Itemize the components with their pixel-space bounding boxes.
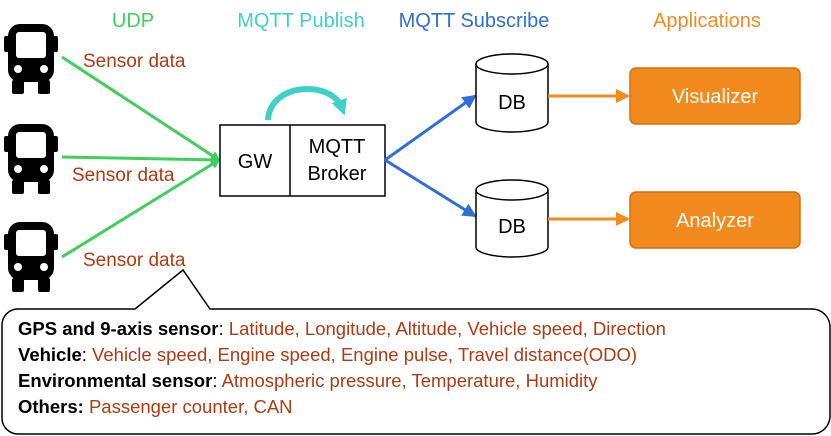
header-udp: UDP xyxy=(112,10,154,32)
detail-value: Atmospheric pressure, Temperature, Humid… xyxy=(221,370,598,391)
header-applications: Applications xyxy=(653,10,761,32)
sensor-detail-callout xyxy=(1,268,831,435)
sensor-data-label: Sensor data xyxy=(72,165,175,186)
mqtt-subscribe-arrow xyxy=(384,158,477,218)
detail-separator: : xyxy=(81,344,93,365)
sensor-details: GPS and 9-axis sensor: Latitude, Longitu… xyxy=(18,316,818,420)
mqtt-publish-arrow xyxy=(265,86,347,121)
mqtt-subscribe-arrow xyxy=(384,94,477,162)
detail-key: Vehicle xyxy=(18,344,82,365)
detail-others: Others: Passenger counter, CAN xyxy=(18,394,818,420)
analyzer-box xyxy=(629,191,801,249)
gw-label: GW xyxy=(238,151,273,173)
detail-key: Others: xyxy=(18,396,84,417)
db-label: DB xyxy=(498,92,526,114)
sensor-data-label: Sensor data xyxy=(83,51,186,72)
detail-value: Vehicle speed, Engine speed, Engine puls… xyxy=(92,344,638,365)
bus-icon xyxy=(4,124,58,194)
detail-environmental: Environmental sensor: Atmospheric pressu… xyxy=(18,368,818,394)
detail-value: Passenger counter, CAN xyxy=(88,396,293,417)
udp-arrow xyxy=(61,55,221,162)
udp-arrow xyxy=(61,154,221,165)
detail-separator: : xyxy=(212,370,222,391)
detail-key: Environmental sensor xyxy=(18,370,213,391)
detail-separator: : xyxy=(218,318,229,339)
db-label: DB xyxy=(498,216,526,238)
bus-icon xyxy=(4,24,58,94)
analyzer-label: Analyzer xyxy=(676,210,754,232)
detail-value: Latitude, Longitude, Altitude, Vehicle s… xyxy=(228,318,666,339)
bus-icon xyxy=(4,222,58,292)
database-icon xyxy=(475,179,549,258)
header-mqtt-subscribe: MQTT Subscribe xyxy=(399,10,550,32)
header-mqtt-publish: MQTT Publish xyxy=(237,10,364,32)
visualizer-label: Visualizer xyxy=(672,86,759,108)
visualizer-box xyxy=(629,67,801,125)
mqtt-broker-label: Broker xyxy=(308,163,367,185)
detail-key: GPS and 9-axis sensor xyxy=(18,318,219,339)
database-icon xyxy=(475,53,549,133)
mqtt-broker-label: MQTT xyxy=(309,136,366,158)
sensor-data-label: Sensor data xyxy=(83,250,186,271)
udp-arrow xyxy=(61,158,221,259)
detail-vehicle: Vehicle: Vehicle speed, Engine speed, En… xyxy=(18,342,818,368)
detail-gps: GPS and 9-axis sensor: Latitude, Longitu… xyxy=(18,316,818,342)
gateway-box xyxy=(219,124,386,197)
